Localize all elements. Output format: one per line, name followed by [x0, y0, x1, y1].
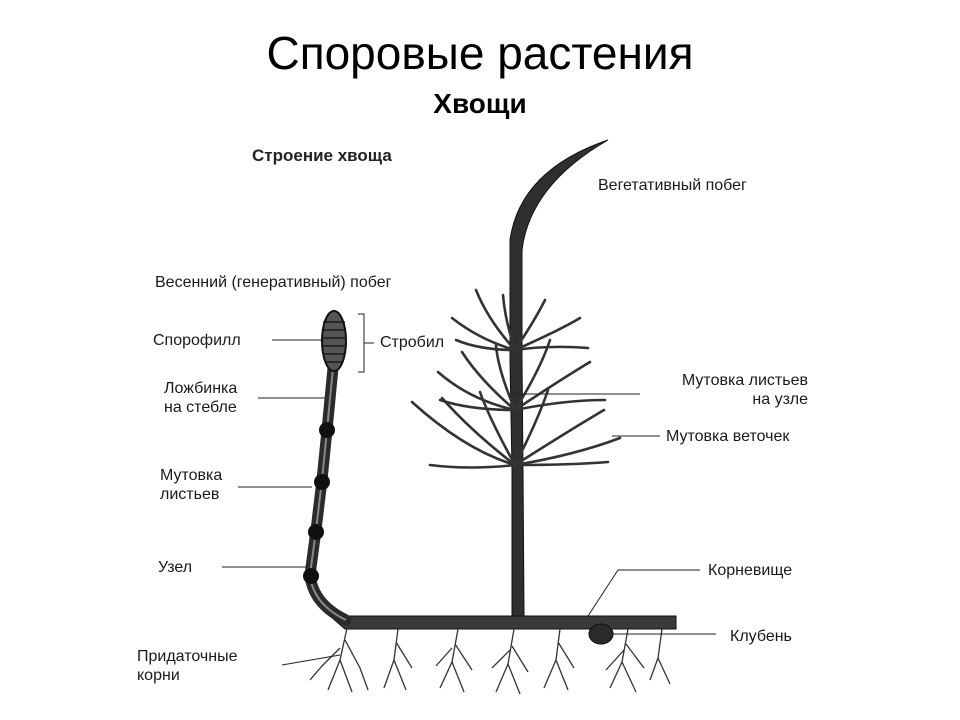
label-branch-whorl: Мутовка веточек: [666, 428, 790, 445]
label-strobilus: Стробил: [380, 334, 445, 351]
label-node: Узел: [158, 559, 193, 576]
label-leaf-whorl-node-line1: Мутовка листьев: [681, 372, 808, 389]
label-groove-line2: на стебле: [164, 399, 237, 416]
vegetative-shoot-stem: [509, 139, 609, 617]
adventitious-roots: [309, 627, 671, 695]
page-subtitle: Хвощи: [433, 88, 527, 119]
label-adventitious-roots-line2: корни: [137, 667, 180, 684]
page-title: Споровые растения: [266, 27, 694, 79]
label-leaf-whorl-line2: листьев: [160, 486, 220, 503]
label-tuber: Клубень: [730, 628, 792, 645]
label-groove-line1: Ложбинка: [164, 380, 238, 397]
leader-lines: [222, 313, 716, 666]
label-spring-shoot: Весенний (генеративный) побег: [155, 274, 392, 291]
label-leaf-whorl-node-line2: на узле: [752, 391, 808, 408]
label-groove: Ложбинка на стебле: [164, 379, 237, 417]
label-adventitious-roots: Придаточные корни: [137, 647, 237, 685]
spring-shoot-nodes: [303, 422, 335, 584]
diagram-title: Строение хвоща: [252, 146, 392, 165]
tuber: [588, 623, 614, 645]
label-sporophyll: Спорофилл: [153, 332, 241, 349]
label-leaf-whorl: Мутовка листьев: [160, 466, 222, 504]
label-vegetative-shoot: Вегетативный побег: [598, 177, 747, 194]
label-leaf-whorl-line1: Мутовка: [160, 467, 223, 484]
label-adventitious-roots-line1: Придаточные: [137, 648, 238, 665]
rhizome: [328, 615, 677, 630]
label-rhizome: Корневище: [708, 562, 793, 579]
label-leaf-whorl-node: Мутовка листьев на узле: [640, 371, 808, 409]
branch-whorls: [410, 288, 622, 469]
strobilus: [321, 310, 347, 372]
